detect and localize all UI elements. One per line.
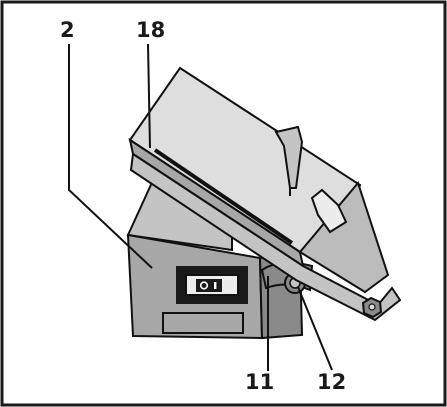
blade-guard — [274, 125, 304, 189]
label-plate — [162, 312, 244, 334]
leader-line-12 — [297, 286, 333, 371]
tilted-table — [128, 66, 402, 322]
callout-2: 2 — [60, 18, 75, 42]
leader-line-2 — [68, 44, 153, 269]
fence-slot — [153, 148, 294, 245]
leader-line-18 — [147, 43, 151, 149]
notch-cutout — [310, 188, 348, 234]
callout-11: 11 — [245, 370, 275, 394]
callout-12: 12 — [317, 370, 347, 394]
power-switch-icon — [196, 279, 222, 292]
callout-18: 18 — [136, 18, 166, 42]
